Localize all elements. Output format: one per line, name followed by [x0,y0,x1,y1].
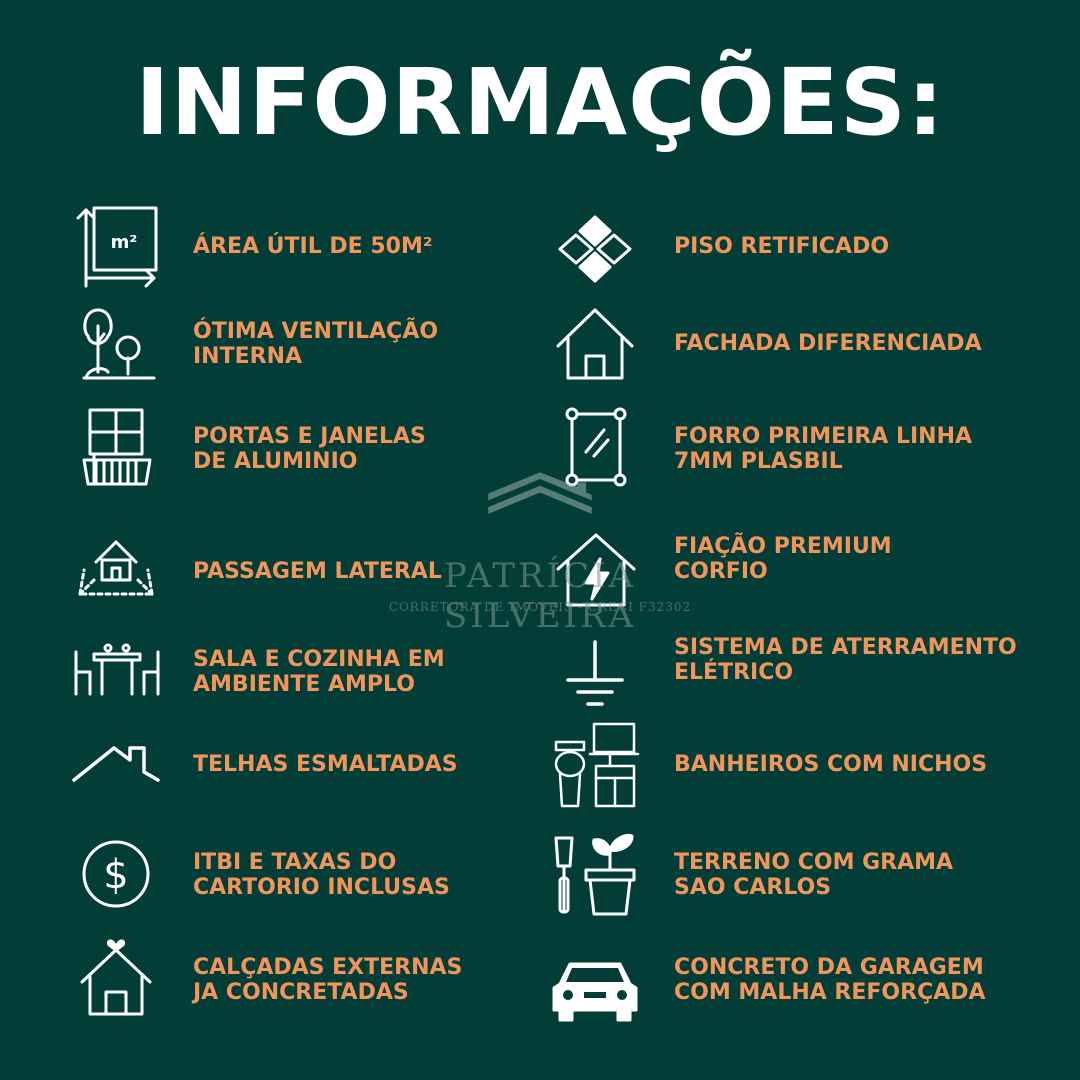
roof-icon [72,720,162,810]
bathroom-icon [550,720,640,810]
svg-text:$: $ [103,852,128,898]
feature-label-garage: CONCRETO DA GARAGEM COM MALHA REFORÇADA [674,955,986,1005]
feature-label-wiring: FIAÇÃO PREMIUM CORFIO [674,534,892,584]
car-icon [550,940,640,1030]
area-m2-icon: m² [72,202,162,292]
feature-label-roof: TELHAS ESMALTADAS [193,752,458,777]
watermark-logo: PATRÍCIA SILVEIRA CORRETORA DE IMÓVEIS -… [360,470,720,636]
feature-label-living: SALA E COZINHA EM AMBIENTE AMPLO [193,647,445,697]
ground-icon [550,636,640,726]
window-icon [74,402,164,492]
ceiling-panel-icon [550,402,640,492]
feature-label-sidewalk: CALÇADAS EXTERNAS JA CONCRETADAS [193,955,463,1005]
svg-text:m²: m² [111,232,138,253]
feature-label-grounding: SISTEMA DE ATERRAMENTO ELÉTRICO [674,635,1017,685]
tree-icon [74,302,164,392]
heart-house-icon [74,938,164,1028]
tiles-icon [550,203,640,293]
feature-label-ventilation: ÓTIMA VENTILAÇÃO INTERNA [193,319,439,369]
feature-label-area: ÁREA ÚTIL DE 50M² [193,234,433,259]
house-icon [550,300,640,390]
feature-label-floor: PISO RETIFICADO [674,234,890,259]
page-title: INFORMAÇÕES: [135,49,945,156]
feature-label-aluminum: PORTAS E JANELAS DE ALUMINIO [193,424,426,474]
feature-label-facade: FACHADA DIFERENCIADA [674,331,982,356]
electric-house-icon [552,525,642,615]
feature-label-bathroom: BANHEIROS COM NICHOS [674,752,988,777]
dining-table-icon [72,630,162,720]
dollar-icon: $ [72,830,162,920]
feature-label-ceiling: FORRO PRIMEIRA LINHA 7MM PLASBIL [674,424,973,474]
feature-label-lateral: PASSAGEM LATERAL [193,559,442,584]
garden-icon [550,830,640,920]
feature-label-lawn: TERRENO COM GRAMA SAO CARLOS [674,850,954,900]
watermark-subtitle: CORRETORA DE IMÓVEIS - CRECI F32302 [388,600,692,614]
watermark-name: PATRÍCIA SILVEIRA [443,556,637,636]
feature-label-itbi: ITBI E TAXAS DO CARTORIO INCLUSAS [193,850,450,900]
house-lateral-icon [74,528,164,618]
